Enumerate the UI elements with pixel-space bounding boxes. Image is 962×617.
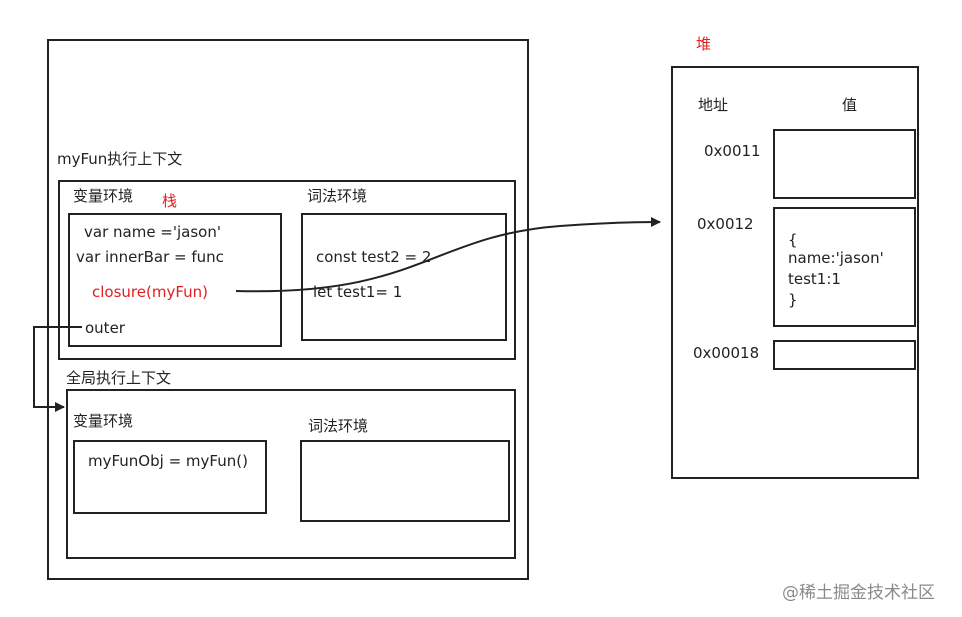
var-name-line: var name ='jason': [84, 223, 221, 241]
heap-value-1-line-3: }: [788, 291, 798, 309]
heap-value-1-line-2: test1:1: [788, 270, 841, 288]
global-lexical-env: [300, 440, 510, 522]
global-variable-env-title: 变量环境: [73, 412, 134, 430]
heap-address-2: 0x00018: [693, 344, 760, 362]
global-context: [66, 389, 516, 559]
var-innerbar-line: var innerBar = func: [76, 248, 224, 266]
outer-line: outer: [85, 319, 125, 337]
heap-address-1: 0x0012: [697, 215, 754, 233]
closure-line: closure(myFun): [92, 283, 208, 301]
heap-value-1-line-1: name:'jason': [788, 249, 884, 267]
global-context-title: 全局执行上下文: [66, 369, 172, 387]
global-lexical-env-title: 词法环境: [308, 417, 369, 435]
myfun-context-title: myFun执行上下文: [57, 150, 183, 168]
heap-frame: [671, 66, 919, 479]
stack-label: 栈: [162, 192, 178, 210]
myfunobj-line: myFunObj = myFun(): [88, 452, 248, 470]
heap-value-1-line-0: {: [788, 231, 798, 249]
heap-address-header: 地址: [698, 96, 729, 114]
heap-label: 堆: [696, 35, 712, 53]
let-test1-line: let test1= 1: [313, 283, 403, 301]
myfun-lexical-env-title: 词法环境: [307, 187, 368, 205]
myfun-variable-env-title: 变量环境: [73, 187, 134, 205]
watermark: @稀土掘金技术社区: [782, 583, 935, 603]
myfun-lexical-env: [301, 213, 507, 341]
heap-value-1: [773, 207, 916, 327]
stack-frame: [47, 39, 529, 580]
heap-address-0: 0x0011: [704, 142, 761, 160]
global-variable-env: [73, 440, 267, 514]
heap-value-0: [773, 129, 916, 199]
const-test2-line: const test2 = 2: [316, 248, 432, 266]
heap-value-header: 值: [842, 96, 858, 114]
heap-value-2: [773, 340, 916, 370]
